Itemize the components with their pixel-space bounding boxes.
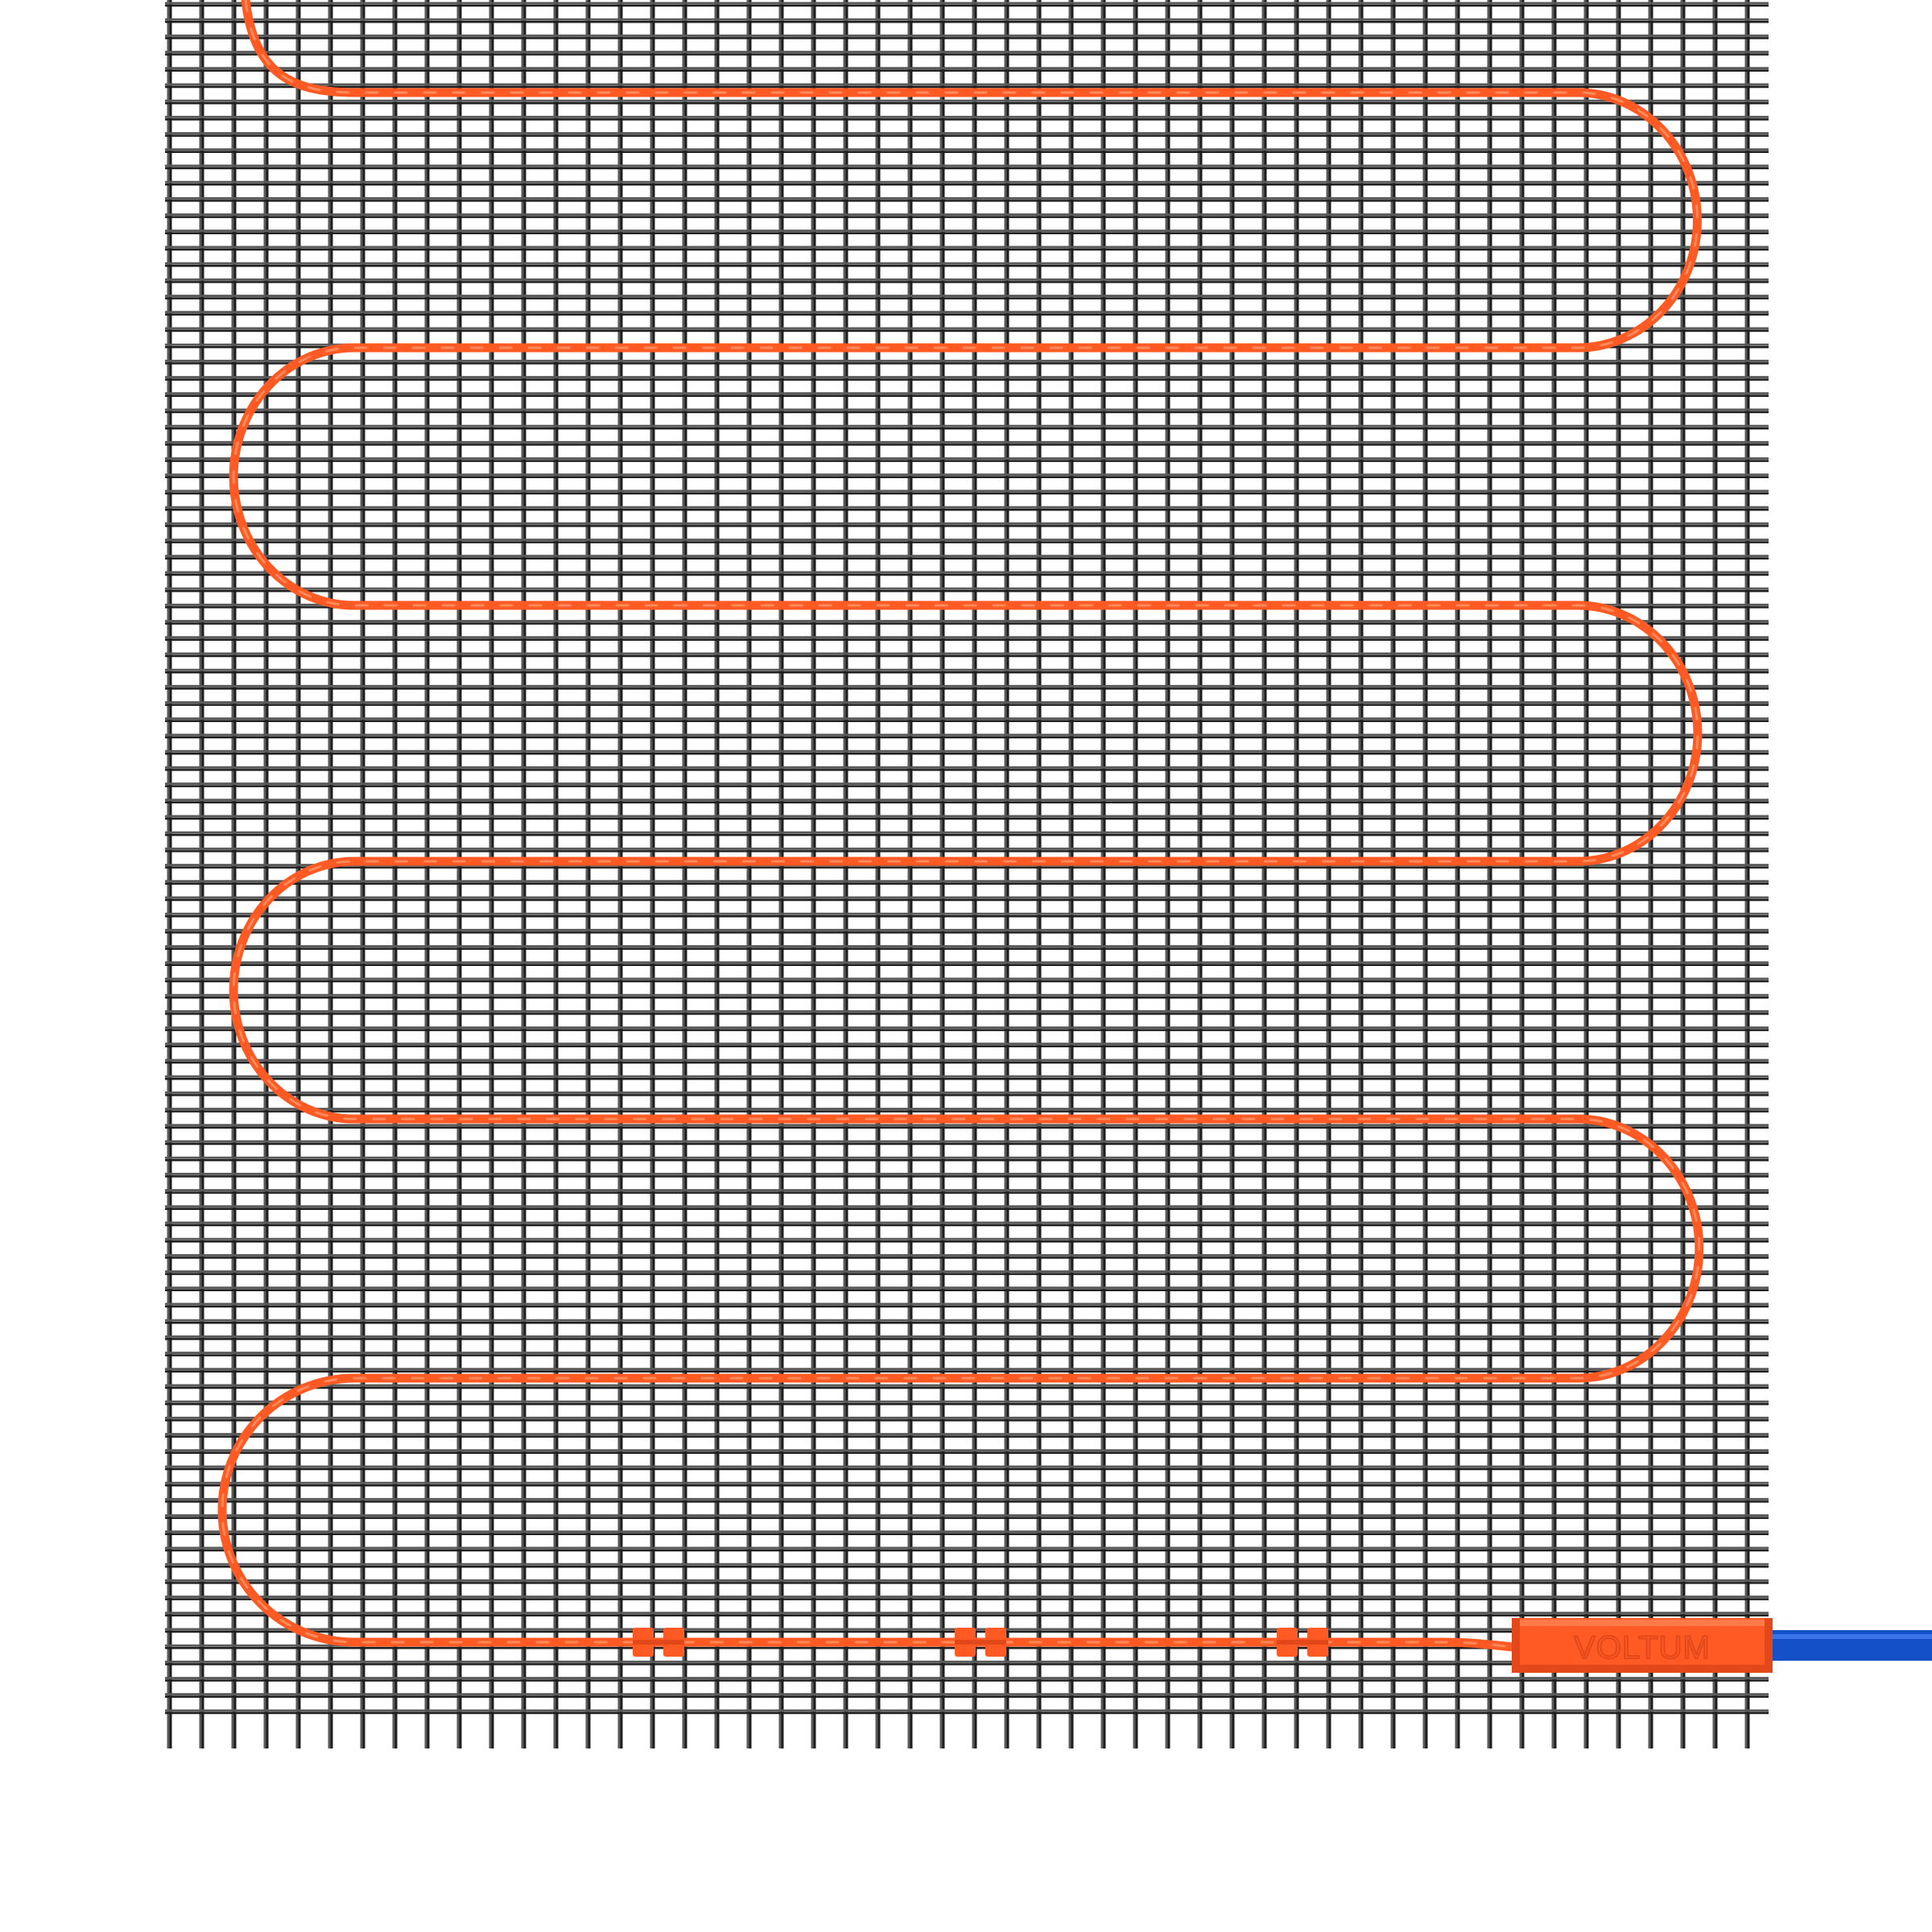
cable-clip [1277, 1628, 1328, 1657]
heating-cable [217, 0, 1704, 1652]
coupling-sleeve: VOLTUM [1512, 1618, 1773, 1673]
heating-cable-highlight [221, 0, 1701, 1649]
cable-clip [633, 1628, 684, 1657]
brand-label: VOLTUM [1574, 1630, 1711, 1666]
cable-clip [955, 1628, 1006, 1657]
cold-lead-highlight [1768, 1634, 1932, 1639]
